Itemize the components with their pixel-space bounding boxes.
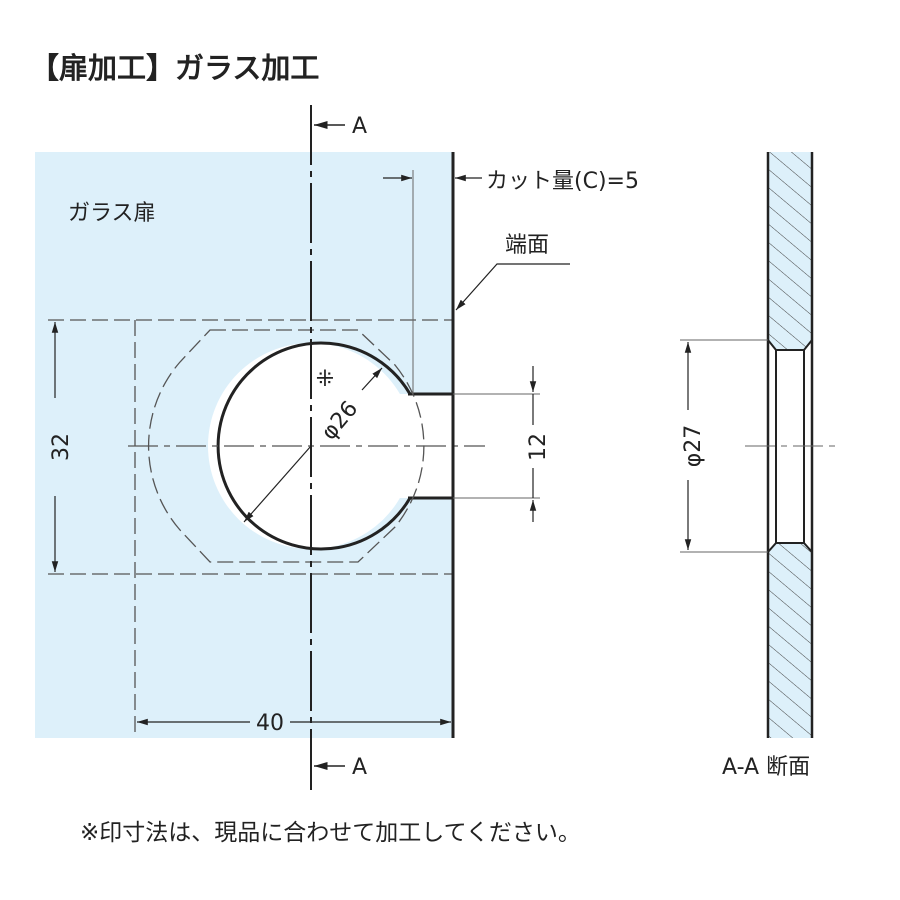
- glass-door-label: ガラス扉: [68, 201, 156, 226]
- hinge-outline: [48, 319, 485, 738]
- diagram-title: 【扉加工】ガラス加工: [30, 51, 319, 85]
- dimension-40: 40: [256, 711, 284, 736]
- dimension-phi27: φ27: [681, 425, 706, 468]
- section-view: [745, 152, 836, 738]
- processing-note: ※印寸法は、現品に合わせて加工してください。: [80, 820, 581, 846]
- section-mark-top: A: [352, 114, 367, 139]
- end-face-label: 端面: [505, 233, 549, 258]
- reference-mark: ⁜: [316, 367, 334, 392]
- dimension-32: 32: [49, 433, 74, 461]
- cut-amount-label: カット量(C)=5: [486, 169, 639, 194]
- dimension-12: 12: [526, 433, 551, 461]
- section-title: A-A 断面: [722, 755, 810, 780]
- section-mark-bottom: A: [352, 755, 367, 780]
